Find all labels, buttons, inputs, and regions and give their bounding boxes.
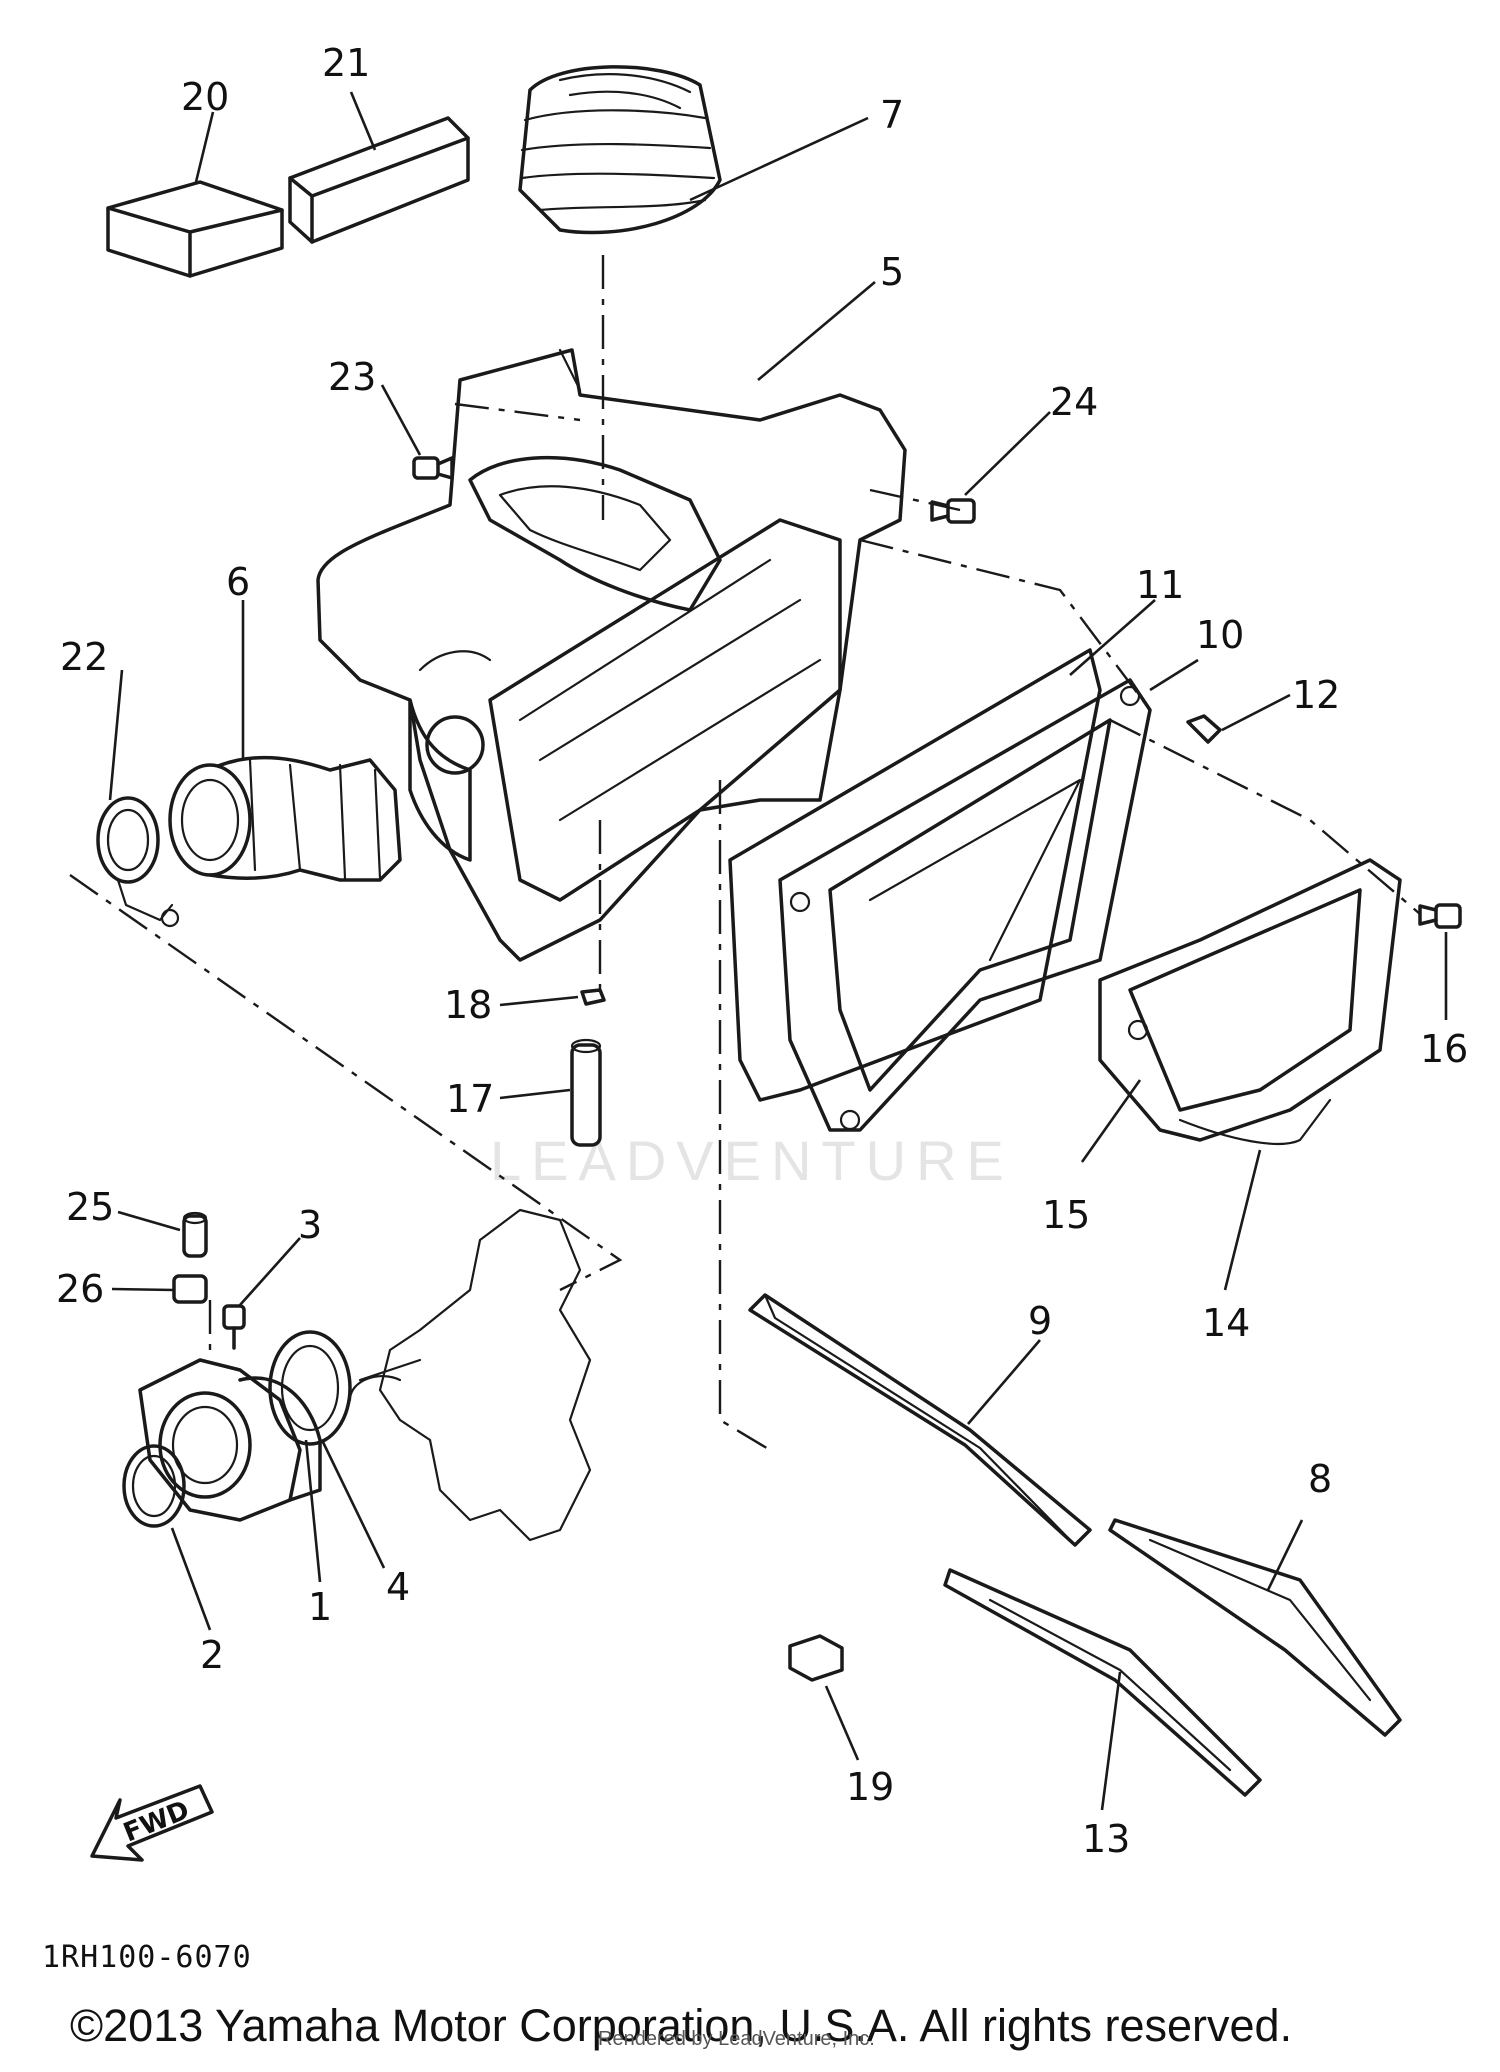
part-9-filter-element — [748, 1293, 1092, 1547]
part-12-screw — [1186, 714, 1222, 744]
copyright-notice: ©2013 Yamaha Motor Corporation, U.S.A. A… — [70, 2000, 1293, 2051]
diagram-code: 1RH100-6070 — [42, 1940, 252, 1975]
callout-15: 15 — [1042, 1193, 1090, 1237]
callout-13: 13 — [1082, 1817, 1130, 1861]
part-5-air-filter-case — [316, 348, 907, 962]
callout-12: 12 — [1292, 673, 1340, 717]
callout-4: 4 — [386, 1565, 410, 1609]
part-24-bolt — [930, 498, 976, 524]
part-17-drain-hose — [570, 1038, 602, 1147]
part-16-bolt — [1418, 903, 1462, 929]
part-26-nut — [172, 1274, 208, 1304]
part-18-clip — [580, 988, 606, 1006]
callout-19: 19 — [846, 1765, 894, 1809]
part-22-clamp — [96, 796, 180, 928]
callout-6: 6 — [226, 560, 250, 604]
callout-25: 25 — [66, 1185, 114, 1229]
callout-3: 3 — [298, 1203, 322, 1247]
callout-14: 14 — [1202, 1301, 1250, 1345]
carburetor-outline — [348, 1208, 592, 1542]
leader-lines — [108, 91, 1448, 1811]
callout-26: 26 — [56, 1267, 104, 1311]
callout-17: 17 — [446, 1077, 494, 1121]
part-14-cover-seal — [1178, 1098, 1332, 1146]
part-13-screen — [943, 1568, 1262, 1797]
callout-9: 9 — [1028, 1299, 1052, 1343]
callout-16: 16 — [1420, 1027, 1468, 1071]
callout-21: 21 — [322, 41, 370, 85]
callout-5: 5 — [880, 250, 904, 294]
fwd-arrow-icon: FWD — [90, 1784, 214, 1862]
part-10-cover-frame — [778, 678, 1152, 1132]
part-7-intake-boot — [518, 65, 722, 235]
callout-20: 20 — [181, 75, 229, 119]
part-21-foam-block — [288, 116, 470, 244]
center-lines — [69, 255, 1421, 1452]
callout-2: 2 — [200, 1633, 224, 1677]
part-3-screw — [222, 1304, 246, 1350]
callout-23: 23 — [328, 355, 376, 399]
part-8-screen — [1108, 1518, 1402, 1737]
callouts: 20 21 7 5 23 24 6 22 11 10 12 16 18 17 1… — [56, 41, 1468, 1861]
part-6-intake-joint — [168, 755, 402, 882]
callout-24: 24 — [1050, 380, 1098, 424]
part-4-clamp — [268, 1330, 352, 1446]
rendered-by-notice: Rendered by LeadVenture, Inc. — [598, 2028, 875, 2050]
callout-18: 18 — [444, 983, 492, 1027]
callout-11: 11 — [1136, 563, 1184, 607]
callout-10: 10 — [1196, 613, 1244, 657]
callout-8: 8 — [1308, 1457, 1332, 1501]
part-23-bolt — [412, 456, 454, 480]
part-20-foam-block — [106, 180, 284, 278]
part-25-cap — [182, 1211, 208, 1258]
callout-1: 1 — [308, 1585, 332, 1629]
part-19-small-block — [788, 1634, 844, 1682]
part-2-o-ring — [122, 1444, 186, 1528]
callout-22: 22 — [60, 635, 108, 679]
callout-7: 7 — [880, 93, 904, 137]
part-15-side-cover — [1098, 858, 1402, 1142]
watermark-text: LEADVENTURE — [490, 1129, 1014, 1192]
